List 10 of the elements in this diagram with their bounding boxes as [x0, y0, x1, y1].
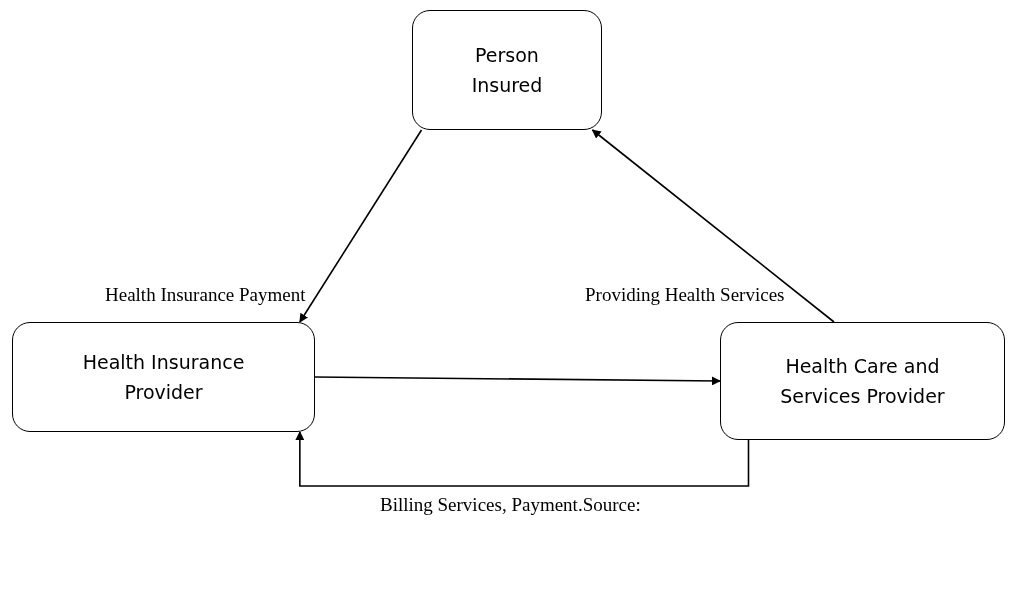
process-box	[720, 322, 1005, 440]
arrow	[299, 129, 423, 323]
arrow	[591, 129, 835, 323]
arrow	[314, 376, 721, 386]
node-label: Health Care and Services Provider	[779, 353, 946, 409]
node-label: Health Insurance Provider	[81, 349, 246, 405]
node-label: Person Insured	[470, 42, 544, 98]
process-box	[412, 10, 602, 130]
process-box	[12, 322, 315, 432]
arrow	[295, 431, 750, 487]
